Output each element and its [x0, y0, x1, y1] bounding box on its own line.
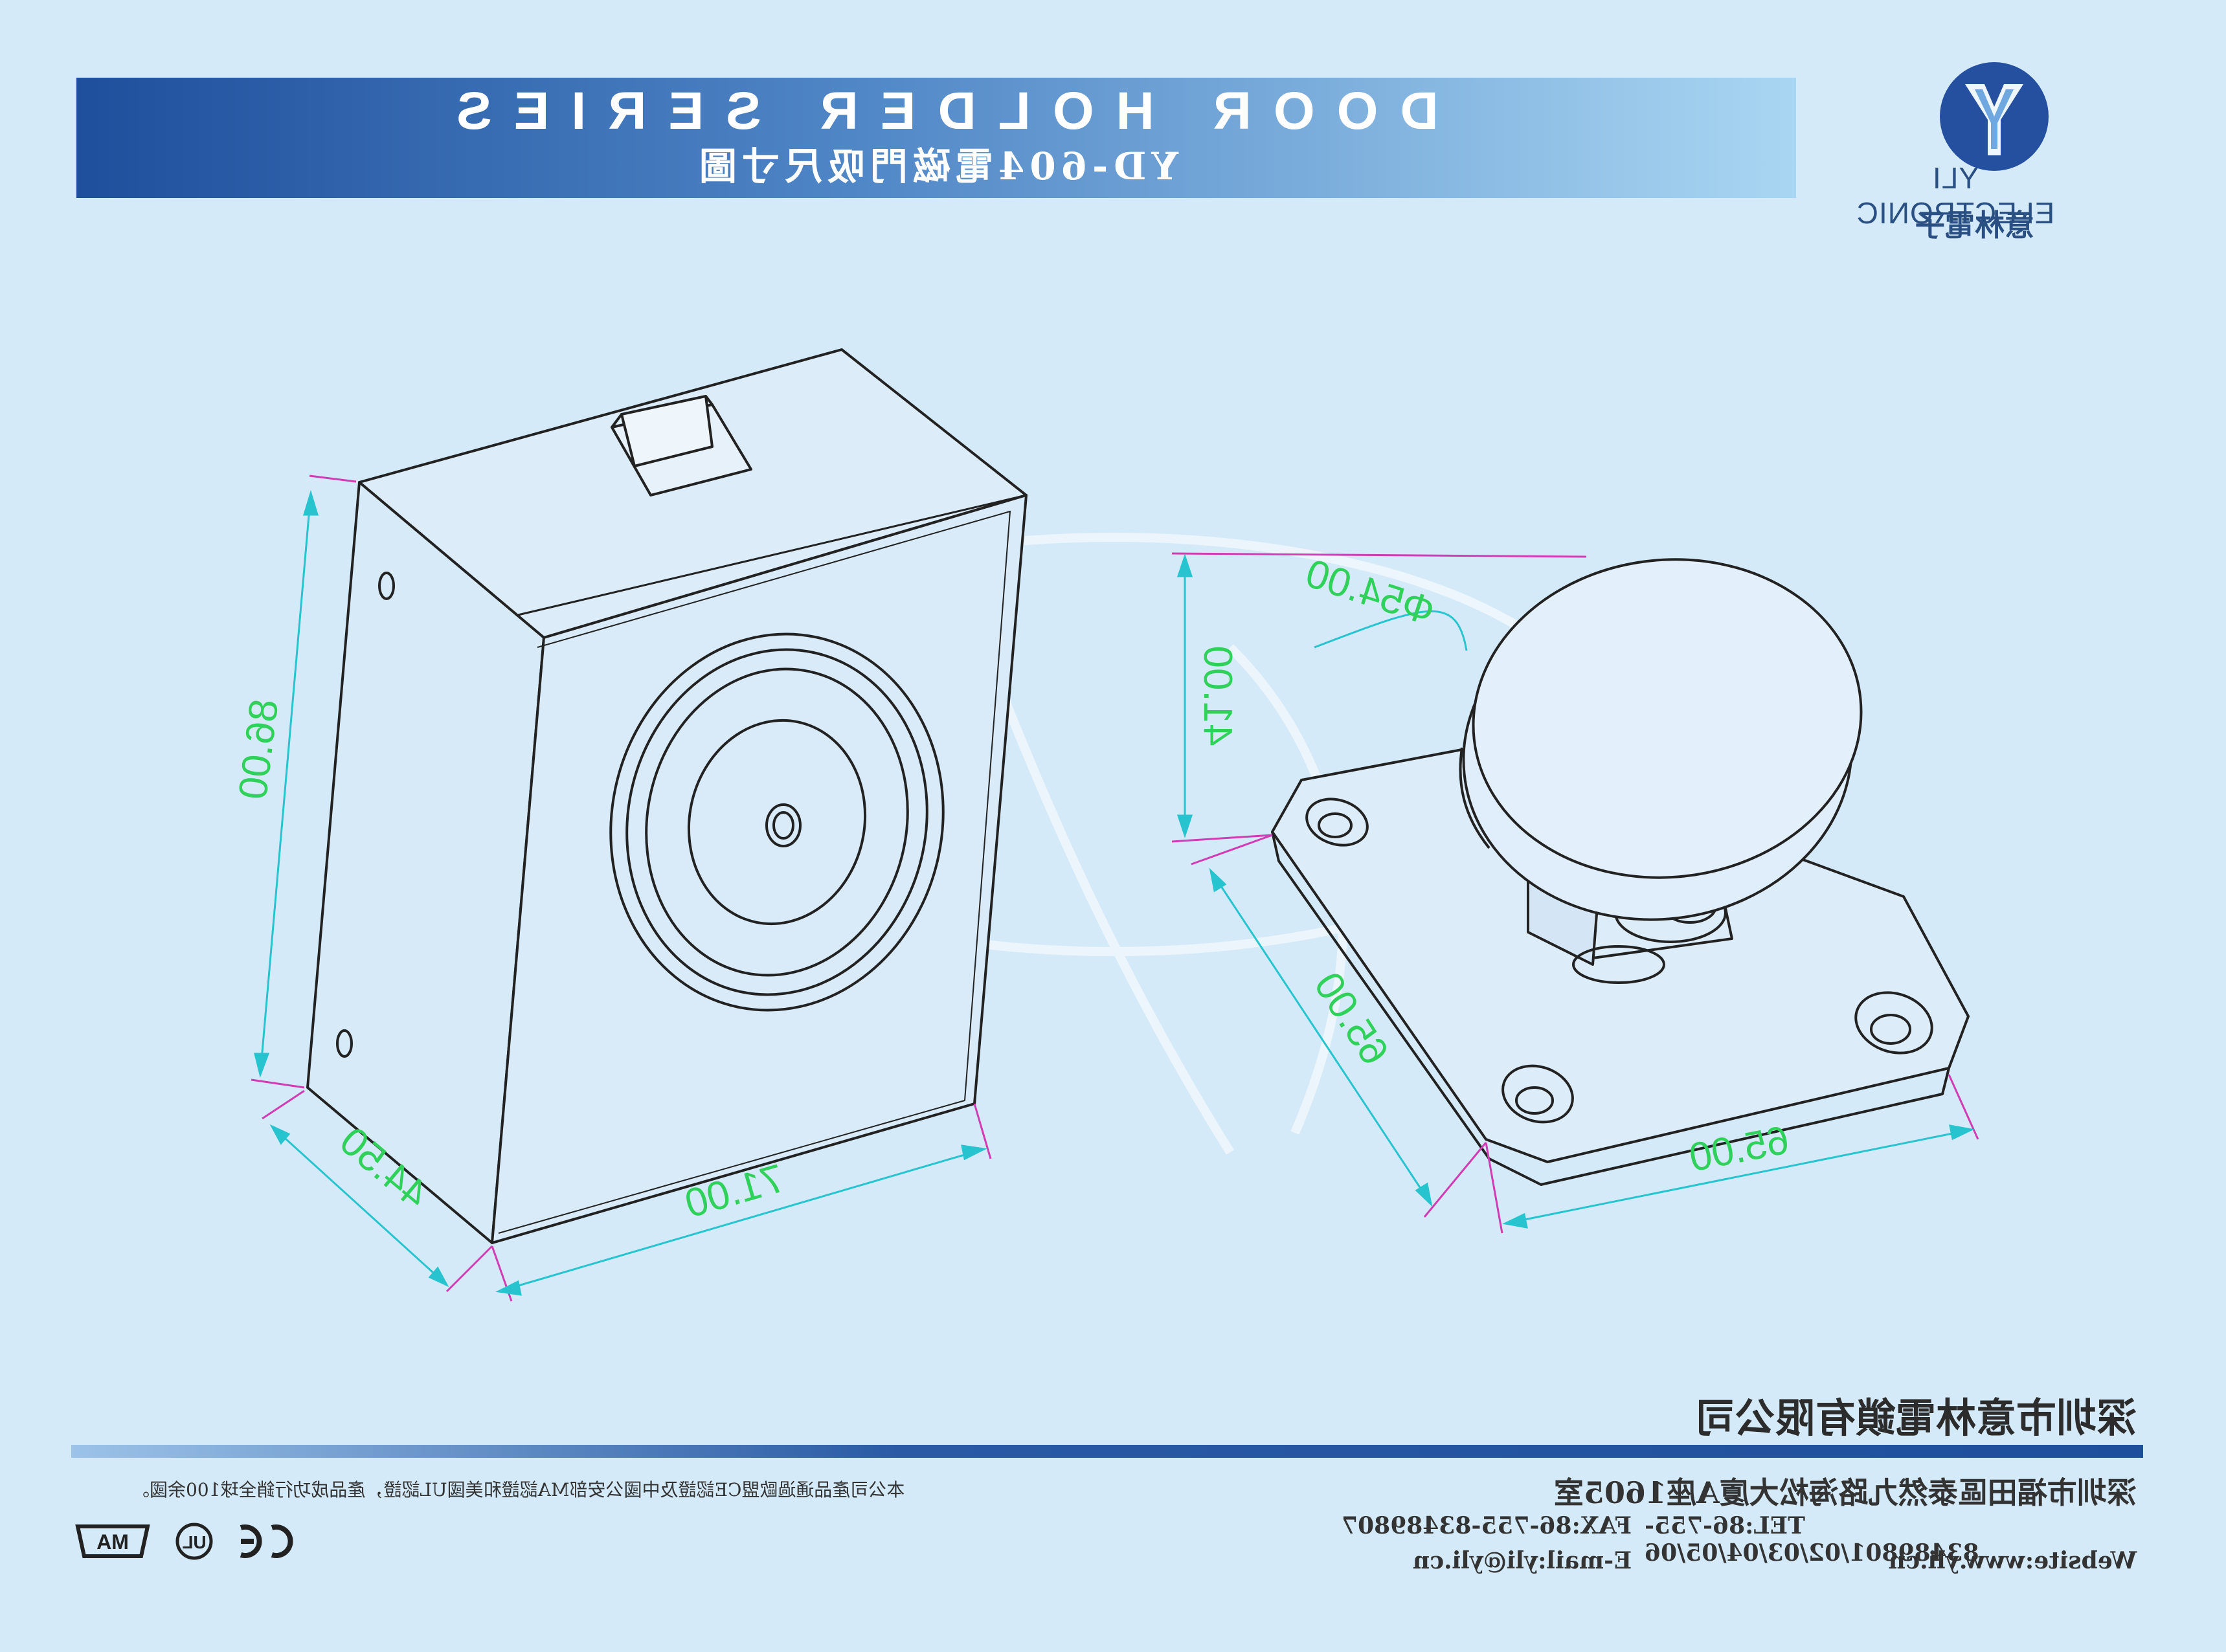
- certification-icons: UL MA: [75, 1523, 293, 1560]
- yli-logo-icon: [1940, 62, 2049, 171]
- company-address: 深圳市福田區泰然九路海松大廈A座1605室: [1554, 1475, 2137, 1510]
- ce-mark-icon: [240, 1524, 293, 1558]
- company-fax: FAX:86-755-83489807: [1341, 1512, 1632, 1539]
- svg-text:MA: MA: [96, 1530, 129, 1554]
- header-band: [76, 78, 1796, 198]
- svg-text:UL: UL: [182, 1532, 206, 1552]
- footer-divider: [71, 1445, 2143, 1458]
- dim-height-label: 86.00: [230, 697, 287, 801]
- magnet-housing: [306, 348, 1028, 1244]
- company-name: 深圳市意林電鎖有限公司: [1694, 1394, 2137, 1442]
- company-website[interactable]: Website:www.yli.cn: [1888, 1547, 2137, 1574]
- certification-notice: 本公司產品通過歐盟CE認證及中國公安部MA認證和美國UL認證，產品成功行銷全球1…: [131, 1479, 905, 1501]
- dim-plate-height-label: 41.00: [1195, 645, 1240, 746]
- ul-mark-icon: UL: [175, 1523, 213, 1560]
- company-email[interactable]: E-mail:yli@yli.cn: [1412, 1547, 1632, 1574]
- armature-plate: [1271, 558, 1970, 1186]
- dimension-lines: [254, 489, 1975, 1296]
- ma-mark-icon: MA: [75, 1524, 150, 1558]
